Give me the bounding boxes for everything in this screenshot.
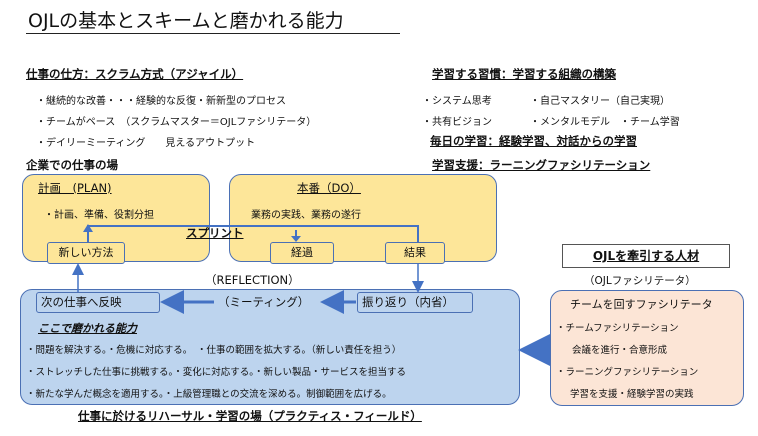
- facilitator-box: [550, 290, 744, 406]
- practice-field-caption: 仕事に於けるリハーサル・学習の場（プラクティス・フィールド）: [78, 409, 422, 423]
- work-method-item: ・継続的な改善・・・経験的な反復・新新型のプロセス: [36, 96, 286, 107]
- plan-text: ・計画、準備、役割分担: [44, 210, 154, 221]
- title-underline: [26, 33, 400, 34]
- progress-label: 経過: [270, 242, 334, 264]
- ability-item: ・新たな学んだ概念を適用する。・上級管理職との交流を深める。制御範囲を広げる。: [26, 389, 392, 400]
- work-method-heading: 仕事の仕方：スクラム方式（アジャイル）: [26, 67, 244, 81]
- result-label: 結果: [385, 242, 445, 264]
- facilitator-item: 会議を進行・合意形成: [572, 345, 668, 356]
- do-text: 業務の実践、業務の遂行: [251, 210, 361, 221]
- sprint-arrow-up-icon: [83, 224, 93, 232]
- do-title: 本番（DO）: [297, 181, 361, 195]
- progress-arrowhead-icon: [291, 236, 301, 242]
- review-label: 振り返り（内省）: [357, 292, 473, 313]
- learning-habit-heading: 学習する習慣：学習する組織の構築: [432, 67, 616, 81]
- sprint-loop-line: [87, 225, 419, 242]
- ability-item: ・ストレッチした仕事に挑戦する。・変化に対応する。・新しい製品・サービスを担当す…: [26, 367, 407, 378]
- facilitator-item: ・ラーニングファシリテーション: [556, 367, 699, 378]
- ojl-leader-box: OJLを牽引する人材: [562, 244, 730, 268]
- learning-habit-item: ・システム思考: [422, 96, 492, 107]
- learning-habit-item: ・メンタルモデル ・チーム学習: [530, 117, 680, 128]
- work-method-item: ・デイリーミーティング 見えるアウトプット: [36, 138, 256, 149]
- work-method-item: ・チームがペース （スクラムマスター＝OJLファシリテータ）: [36, 117, 317, 128]
- abilities-heading: ここで磨かれる能力: [38, 322, 137, 335]
- learning-support-heading: 学習支援：ラーニングファシリテーション: [432, 158, 651, 172]
- daily-learning-heading: 毎日の学習：経験学習、対話からの学習: [430, 134, 637, 148]
- learning-habit-item: ・自己マスタリー（自己実現）: [530, 96, 670, 107]
- learning-habit-item: ・共有ビジョン: [422, 117, 492, 128]
- new-method-label: 新しい方法: [47, 242, 125, 264]
- workplace-heading: 企業での仕事の場: [26, 158, 118, 172]
- facilitator-item: ・チームファシリテーション: [556, 323, 679, 334]
- next-work-label: 次の仕事へ反映: [36, 292, 160, 313]
- sprint-label: スプリント: [186, 226, 244, 240]
- ojl-facilitator-label: （OJLファシリテータ）: [584, 275, 696, 287]
- reflection-label: （REFLECTION）: [205, 273, 300, 287]
- ability-item: ・問題を解決する。・危機に対応する。 ・仕事の範囲を拡大する。（新しい責任を担う…: [26, 345, 402, 356]
- plan-title: 計画 (PLAN): [38, 181, 112, 195]
- page-title: OJLの基本とスキームと磨かれる能力: [28, 10, 344, 32]
- team-facilitator-title: チームを回すファシリテータ: [570, 298, 713, 311]
- meeting-label: （ミーティング）: [218, 295, 310, 309]
- facilitator-item: 学習を支援・経験学習の実践: [570, 389, 694, 400]
